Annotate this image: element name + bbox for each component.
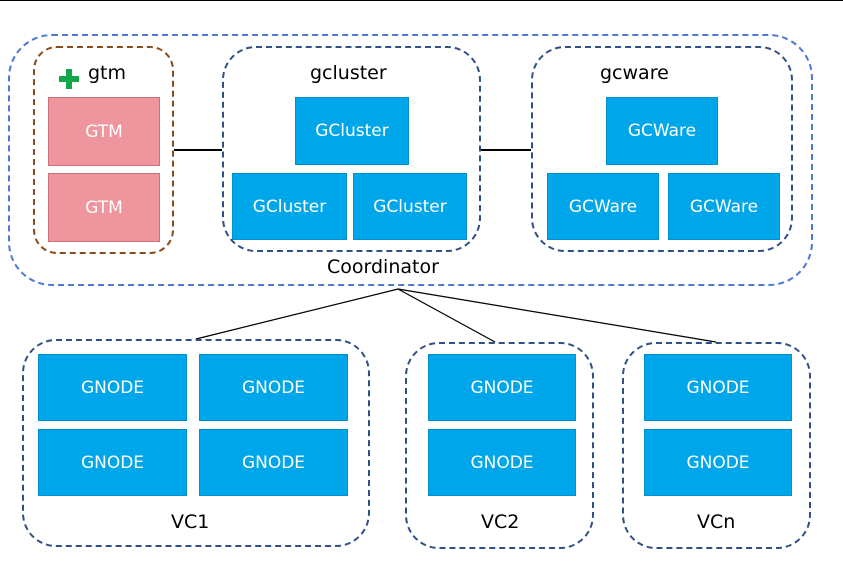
gcluster-node: GCluster	[353, 173, 467, 240]
gcware-node: GCWare	[606, 97, 718, 165]
vcn-label: VCn	[697, 511, 736, 533]
vc1-group	[22, 339, 370, 547]
gcware-node: GCWare	[547, 173, 659, 240]
top-divider	[0, 0, 843, 1]
vc2-group	[405, 342, 594, 549]
gcware-node: GCWare	[668, 173, 780, 240]
coordinator-group	[8, 34, 813, 286]
gnode: GNODE	[38, 354, 187, 421]
gnode: GNODE	[38, 429, 187, 496]
gnode: GNODE	[428, 429, 576, 496]
gcluster-title: gcluster	[310, 62, 387, 84]
gnode: GNODE	[428, 354, 576, 421]
gnode: GNODE	[199, 354, 348, 421]
vc2-label: VC2	[481, 511, 520, 533]
gcluster-group	[222, 46, 481, 252]
gnode: GNODE	[199, 429, 348, 496]
gnode: GNODE	[644, 429, 792, 496]
vc1-label: VC1	[171, 511, 210, 533]
gtm-node: GTM	[48, 173, 160, 242]
coordinator-vcn-link	[397, 288, 717, 343]
gcluster-node: GCluster	[232, 173, 347, 240]
gcluster-node: GCluster	[295, 97, 409, 165]
gcware-title: gcware	[600, 62, 669, 84]
plus-icon	[59, 69, 79, 89]
gnode: GNODE	[644, 354, 792, 421]
gtm-group	[33, 46, 174, 254]
coordinator-label: Coordinator	[327, 256, 439, 278]
vcn-group	[622, 342, 811, 549]
gcware-group	[531, 46, 793, 252]
gtm-title: gtm	[88, 62, 127, 84]
coordinator-vc1-link	[195, 288, 399, 340]
gtm-node: GTM	[48, 97, 160, 166]
coordinator-vc2-link	[397, 288, 496, 343]
